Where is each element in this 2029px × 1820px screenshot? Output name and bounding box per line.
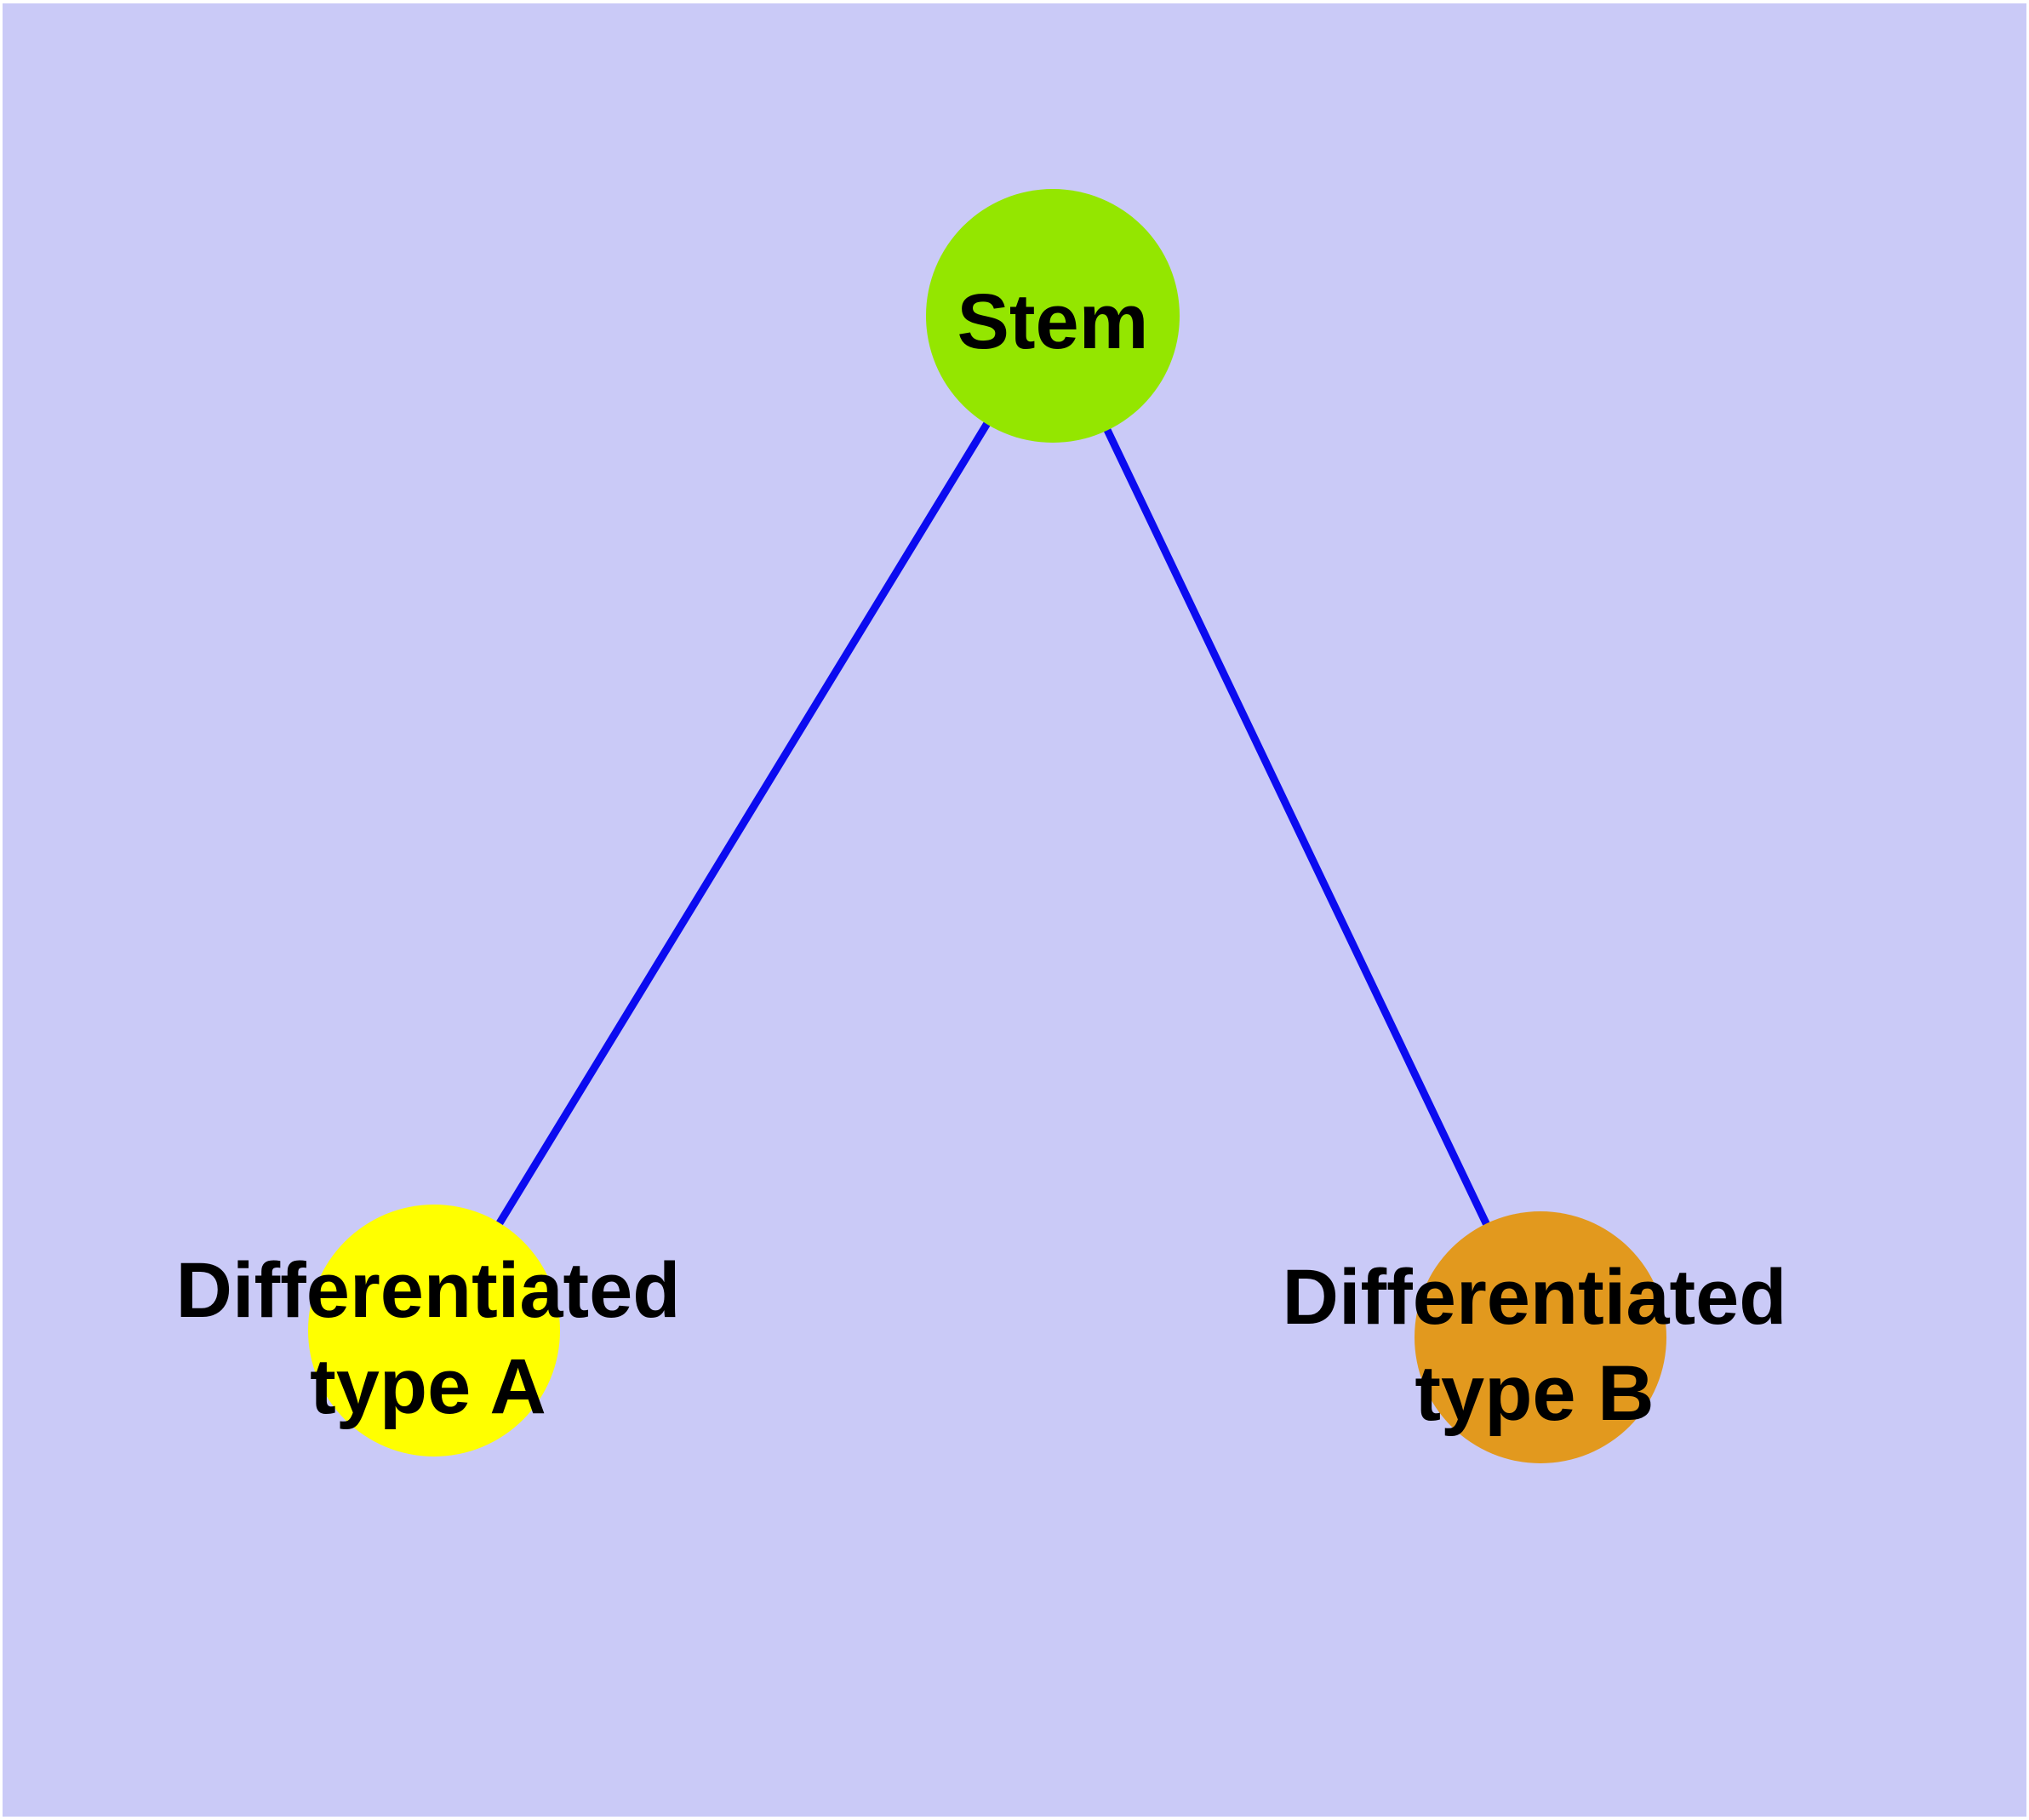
node-type-a-label-line1: Differentiated — [176, 1247, 681, 1334]
node-type-b-label-line2: type B — [1415, 1350, 1654, 1437]
node-differentiated-type-b — [1415, 1211, 1666, 1463]
node-type-a-label-line2: type A — [310, 1343, 546, 1430]
node-type-b-label-line1: Differentiated — [1283, 1254, 1787, 1341]
node-differentiated-type-a — [308, 1205, 560, 1457]
node-stem-label: Stem — [957, 278, 1149, 365]
node-stem — [926, 189, 1180, 443]
edge-stem-to-type-a — [431, 313, 1056, 1333]
edge-stem-to-type-b — [1049, 314, 1545, 1339]
